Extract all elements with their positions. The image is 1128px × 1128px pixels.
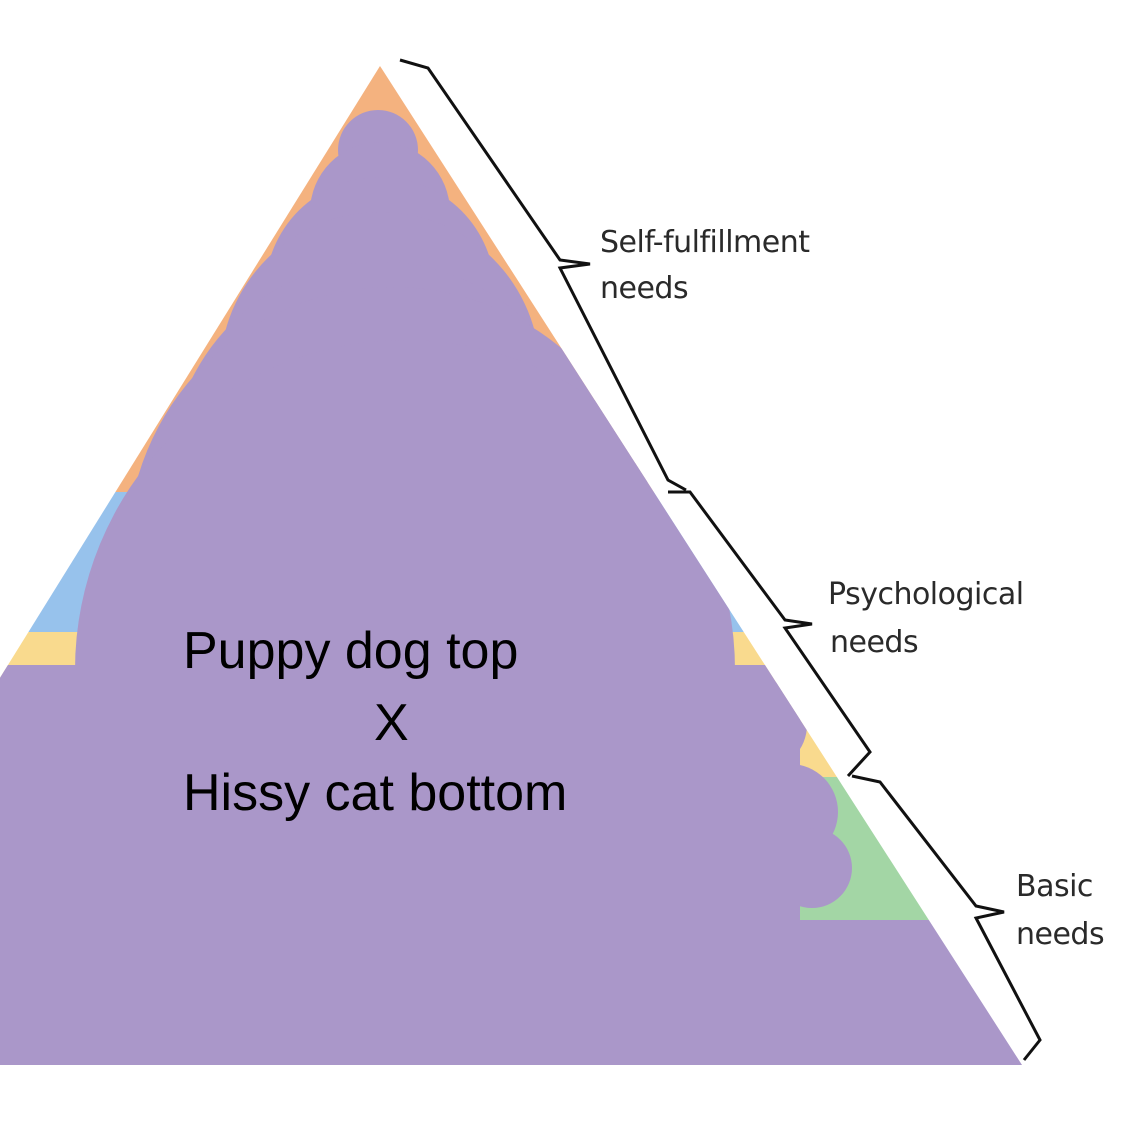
label-basic-line1: Basic [1016, 869, 1093, 904]
label-psychological-line1: Psychological [828, 577, 1024, 612]
overlay-text-line3: Hissy cat bottom [183, 764, 567, 822]
label-self-fulfillment-line2: needs [600, 271, 688, 306]
bracket-psychological [668, 490, 872, 778]
label-psychological-line2: needs [830, 625, 918, 660]
bracket-self-fulfillment [399, 58, 687, 492]
label-basic-line2: needs [1016, 917, 1104, 952]
purple-blob [0, 110, 852, 1065]
overlay-text-line1: Puppy dog top [183, 622, 518, 680]
pyramid [0, 66, 1022, 1065]
label-self-fulfillment-line1: Self-fulfillment [600, 225, 810, 260]
bracket-basic [851, 774, 1042, 1061]
overlay-text-line2: X [374, 694, 409, 752]
